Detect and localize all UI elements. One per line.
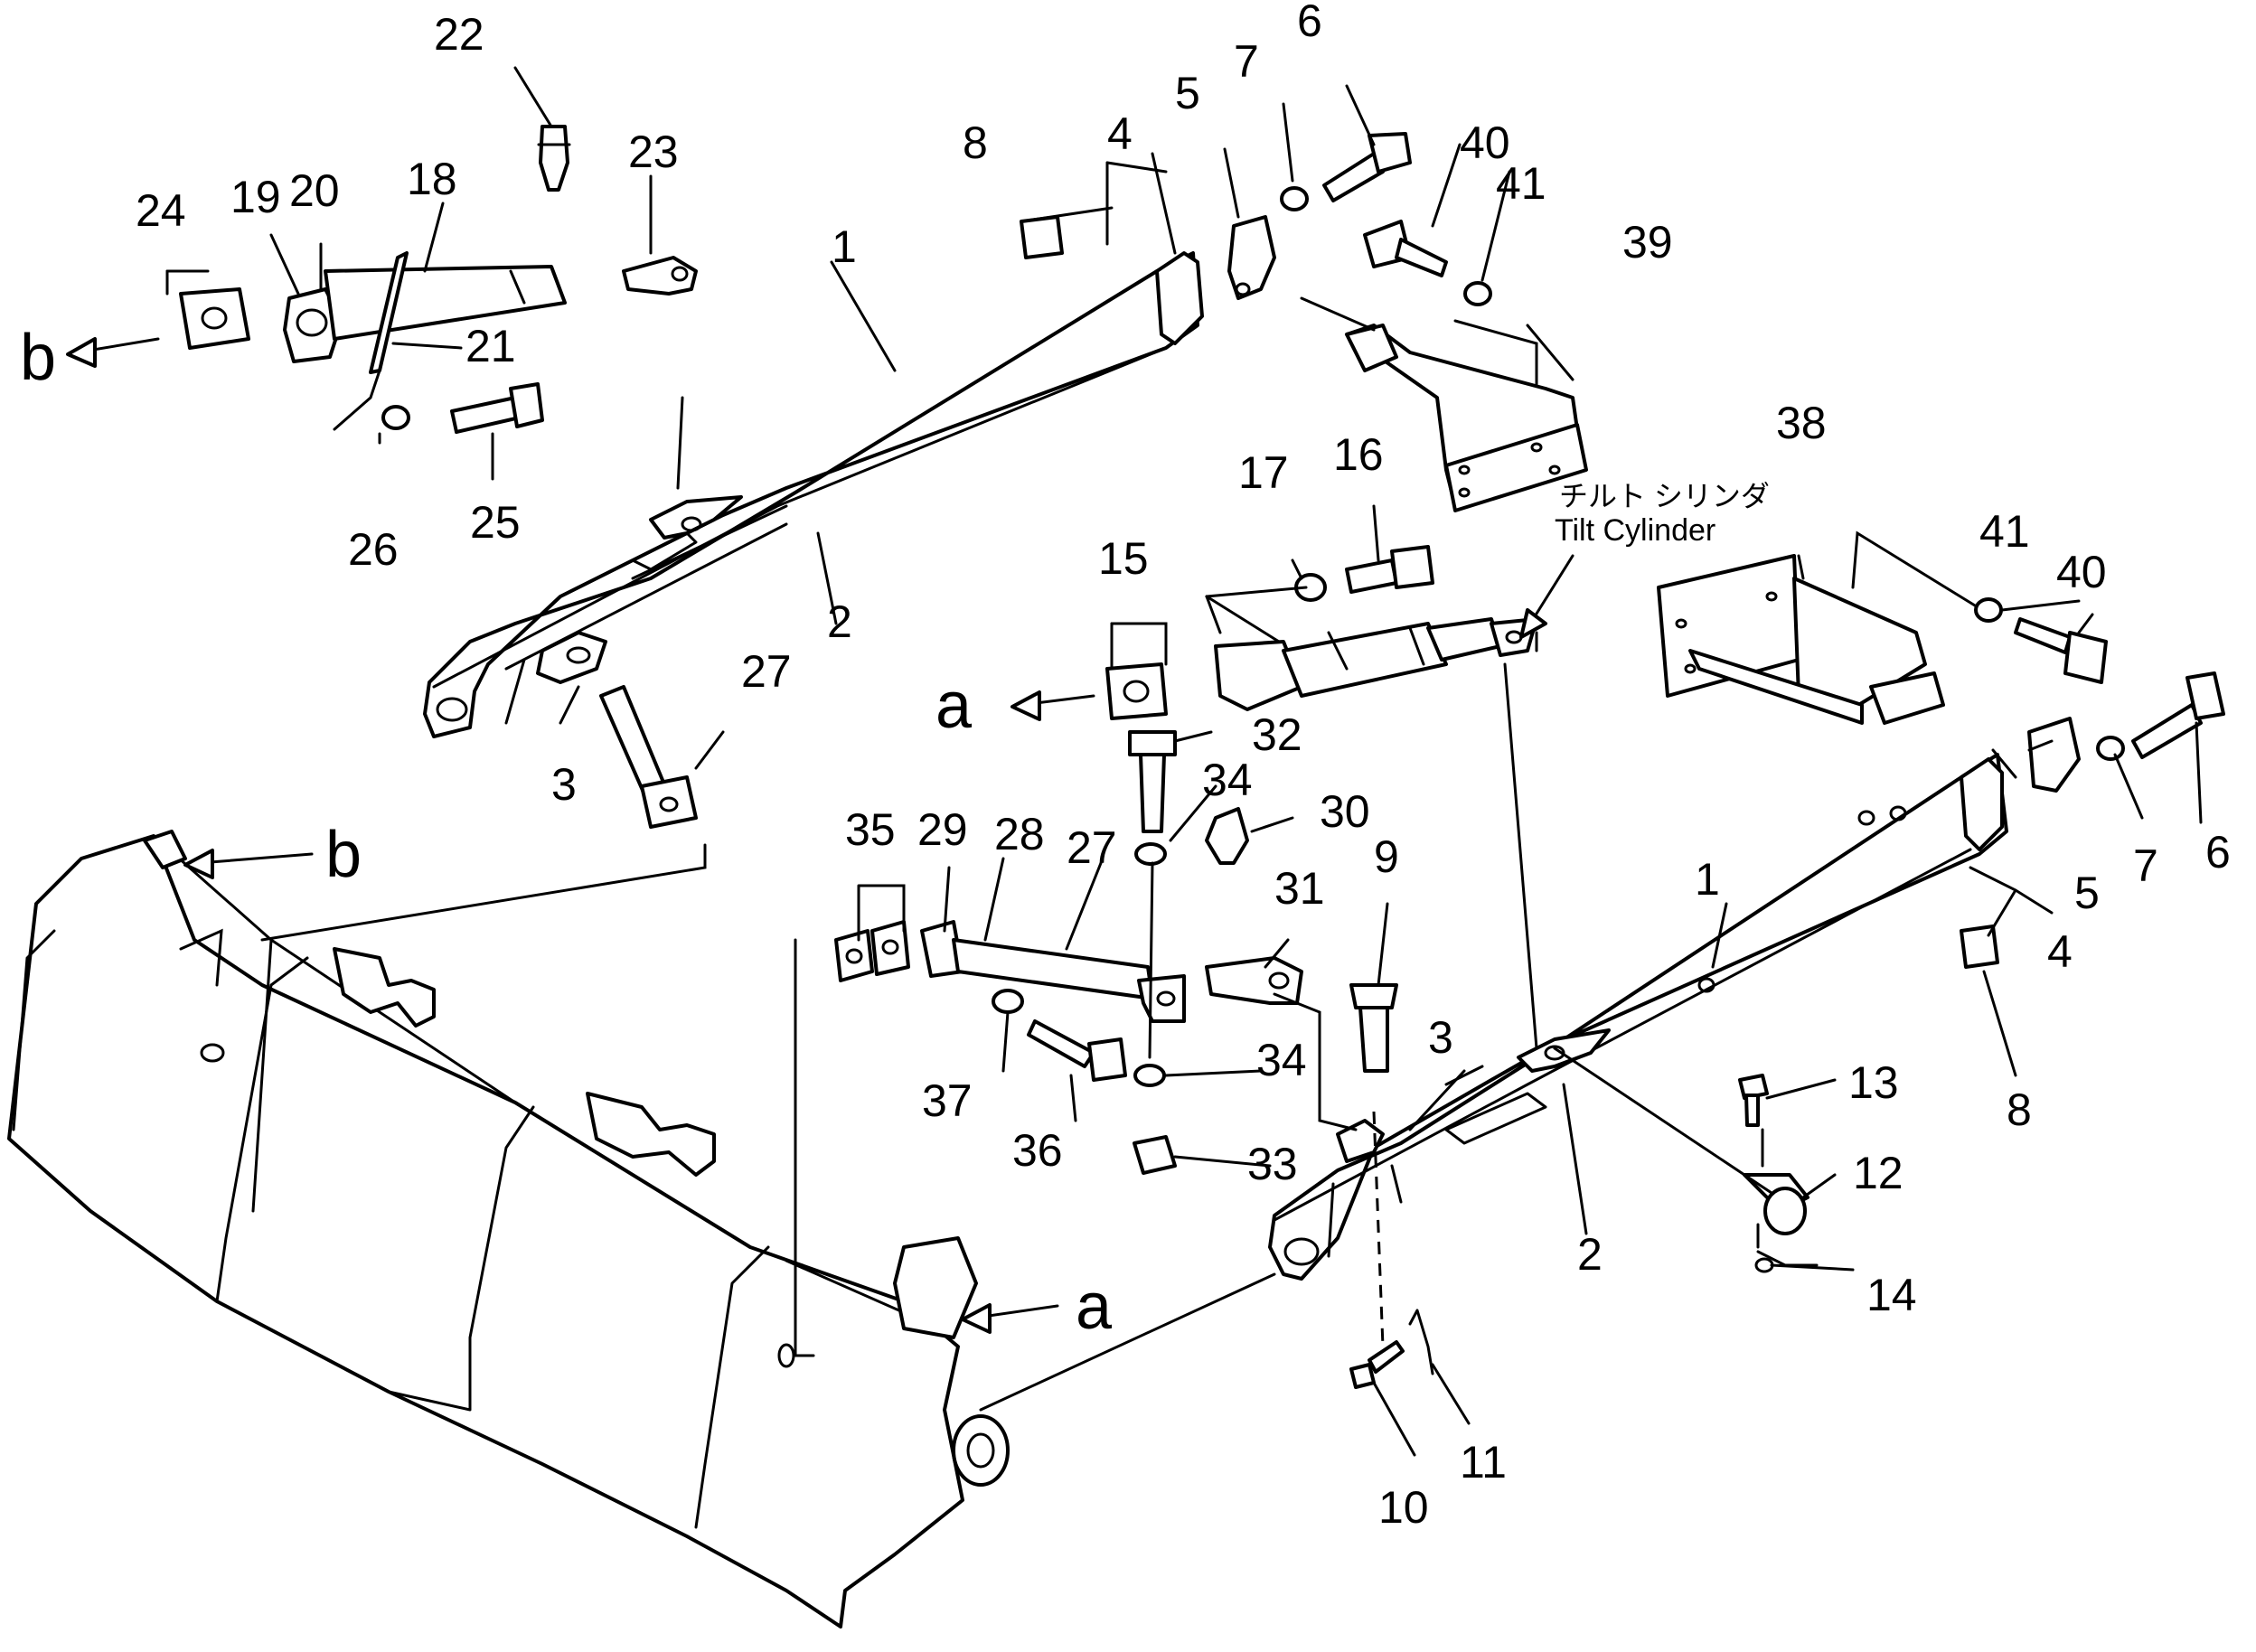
callout-8-lower: 8 (2007, 1084, 2032, 1135)
callout-41-lower: 41 (1979, 506, 2030, 557)
callout-2-right: 2 (1577, 1229, 1603, 1280)
callout-1-right: 1 (1695, 854, 1720, 905)
callout-7-upper: 7 (1234, 36, 1259, 87)
callout-24: 24 (136, 185, 186, 236)
callout-6-upper: 6 (1297, 0, 1322, 46)
ref-b-blade: b (325, 819, 362, 891)
callout-39: 39 (1622, 217, 1673, 268)
ref-b-left: b (20, 322, 56, 394)
callout-27-center: 27 (1067, 822, 1117, 873)
callout-6-lower: 6 (2205, 827, 2231, 878)
left-small-parts (179, 125, 698, 434)
callout-25: 25 (470, 497, 521, 548)
callout-8-upper: 8 (963, 117, 988, 168)
callout-14: 14 (1866, 1270, 1917, 1320)
callout-16: 16 (1333, 429, 1384, 480)
callout-10: 10 (1378, 1482, 1429, 1533)
right-frame-1 (1268, 753, 2008, 1281)
callout-4-lower: 4 (2047, 926, 2073, 977)
callout-9: 9 (1374, 831, 1399, 882)
callout-7-lower: 7 (2133, 840, 2158, 891)
callout-29: 29 (917, 804, 968, 855)
callout-40-lower: 40 (2056, 547, 2107, 597)
callout-36: 36 (1012, 1125, 1063, 1176)
right-upper-parts (1657, 554, 2225, 969)
callout-20: 20 (289, 165, 340, 216)
callout-41-upper: 41 (1496, 158, 1546, 209)
callout-5-upper: 5 (1175, 68, 1200, 118)
callout-2-left: 2 (827, 596, 852, 647)
tilt-cylinder-label: チルト シリンダ Tilt Cylinder (1555, 480, 1770, 548)
ref-a-blade: a (1076, 1271, 1113, 1343)
callout-18: 18 (407, 154, 457, 204)
callout-28: 28 (994, 809, 1045, 859)
callout-4-upper: 4 (1107, 108, 1133, 159)
callout-35: 35 (845, 804, 896, 855)
callout-23: 23 (628, 127, 679, 177)
left-frame-1 (423, 251, 1204, 738)
brace-27-upper (599, 685, 698, 829)
center-small-parts (834, 545, 1434, 1175)
callout-17: 17 (1238, 447, 1289, 498)
callout-37: 37 (922, 1075, 973, 1126)
callout-40-upper: 40 (1460, 117, 1510, 168)
callout-21: 21 (465, 321, 516, 371)
callout-13: 13 (1848, 1057, 1899, 1108)
tilt-cylinder-label-jp: チルト シリンダ (1559, 480, 1770, 512)
leader-lines (66, 66, 2203, 1457)
callout-19: 19 (230, 172, 281, 222)
callout-15: 15 (1098, 533, 1149, 584)
callout-32: 32 (1252, 709, 1302, 760)
callout-11: 11 (1460, 1437, 1507, 1488)
callout-38: 38 (1776, 398, 1827, 448)
callout-27-upper: 27 (741, 646, 792, 697)
callout-12: 12 (1853, 1148, 1904, 1198)
callout-labels: 22 23 24 19 20 18 21 26 25 8 4 5 7 6 40 … (136, 0, 2231, 1533)
tilt-cylinder-label-en: Tilt Cylinder (1555, 513, 1716, 548)
callout-34-lower: 34 (1256, 1035, 1307, 1085)
callout-1-left: 1 (832, 221, 857, 272)
callout-22: 22 (434, 9, 484, 60)
reference-letters: b a b a (20, 322, 1113, 1343)
ref-a-mid: a (935, 670, 973, 742)
callout-33: 33 (1247, 1139, 1298, 1189)
callout-26: 26 (348, 524, 399, 575)
callout-3-right: 3 (1428, 1012, 1453, 1063)
callout-31: 31 (1274, 863, 1325, 914)
callout-5-lower: 5 (2074, 868, 2100, 918)
blade (7, 830, 1010, 1629)
callout-30: 30 (1320, 786, 1370, 837)
callout-34-upper: 34 (1202, 755, 1253, 805)
callout-3-left: 3 (551, 759, 577, 810)
